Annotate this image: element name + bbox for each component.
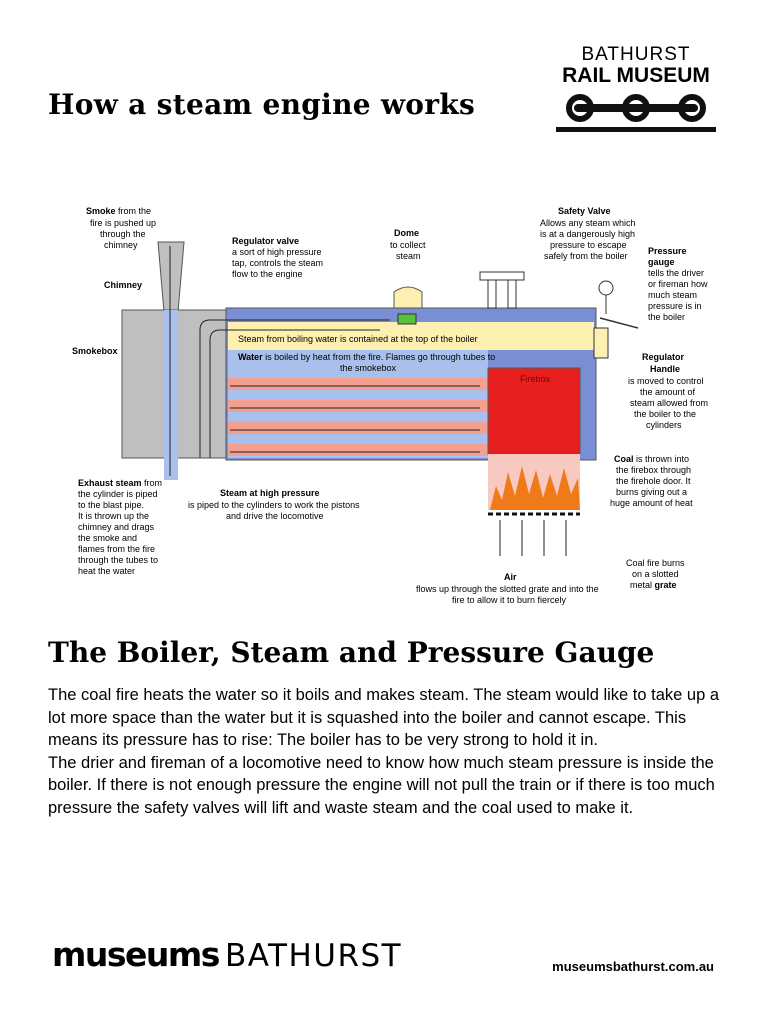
section-title: The Boiler, Steam and Pressure Gauge	[48, 636, 655, 669]
label-grate: metal grate	[630, 580, 677, 590]
label-exhaust: Exhaust steam from	[78, 478, 162, 488]
safety-valve-stem	[487, 279, 497, 309]
steam-engine-diagram: Smoke from the fire is pushed up through…	[72, 206, 708, 605]
logo-top-text: BATHURST	[581, 44, 691, 65]
pressure-gauge	[598, 280, 614, 296]
label-smoke-line: fire is pushed up	[90, 218, 156, 228]
label-line: chimney and drags	[78, 522, 155, 532]
label-line: safely from the boiler	[544, 251, 628, 261]
label-line: Allows any steam which	[540, 218, 636, 228]
footer-url: museumsbathurst.com.au	[552, 959, 714, 974]
fire-tube	[228, 378, 488, 390]
label-regulator-valve: Regulator valve	[232, 236, 299, 246]
paragraph: The drier and fireman of a locomotive ne…	[48, 753, 715, 817]
label-water-line: the smokebox	[340, 363, 397, 373]
safety-valve-cap	[479, 271, 525, 281]
label-line: tap, controls the steam	[232, 258, 323, 268]
label-line: the firebox through	[616, 465, 691, 475]
label-line: much steam	[648, 290, 697, 300]
label-line: steam allowed from	[630, 398, 708, 408]
label-line: burns giving out a	[616, 487, 687, 497]
label-line: the boiler	[648, 312, 685, 322]
steam-flow-lines	[169, 246, 480, 476]
regulator-valve	[397, 313, 417, 325]
label-grate: Coal fire burns	[626, 558, 685, 568]
blast-pipe	[164, 310, 178, 480]
label-line: the boiler to the	[634, 409, 696, 419]
label-smoke-line: through the	[100, 229, 146, 239]
label-line: fire to allow it to burn fiercely	[452, 595, 567, 605]
steam-space	[228, 322, 594, 350]
label-smoke: Smoke from the	[86, 206, 151, 216]
body-text: The coal fire heats the water so it boil…	[48, 684, 728, 820]
label-line: flows up through the slotted grate and i…	[416, 584, 599, 594]
footer-logo-bold: museums	[52, 935, 220, 974]
label-line: the smoke and	[78, 533, 137, 543]
label-smokebox: Smokebox	[72, 346, 118, 356]
fire-tube	[228, 400, 488, 412]
label-line: flames from the fire	[78, 544, 155, 554]
chimney	[157, 241, 185, 313]
page-title: How a steam engine works	[48, 88, 476, 121]
safety-valve-stem	[507, 279, 517, 309]
label-line: pressure to escape	[550, 240, 627, 250]
regulator-lever	[599, 317, 639, 329]
label-coal: Coal is thrown into	[614, 454, 689, 464]
label-line: and drive the locomotive	[226, 511, 324, 521]
logo-main-text: RAIL MUSEUM	[562, 64, 710, 87]
label-smoke-line: chimney	[104, 240, 138, 250]
label-line: steam	[396, 251, 421, 261]
label-line: the cylinder is piped	[78, 489, 158, 499]
label-line: the amount of	[640, 387, 696, 397]
label-line: is moved to control	[628, 376, 704, 386]
dome	[393, 286, 423, 309]
paragraph: The coal fire heats the water so it boil…	[48, 686, 720, 750]
label-line: to the blast pipe.	[78, 500, 144, 510]
label-pressure-gauge: Pressure	[648, 246, 687, 256]
label-regulator-handle: Handle	[650, 364, 680, 374]
label-line: huge amount of heat	[610, 498, 693, 508]
flames	[490, 466, 580, 510]
label-line: or fireman how	[648, 279, 708, 289]
label-line: It is thrown up the	[78, 511, 149, 521]
label-line: to collect	[390, 240, 426, 250]
label-air: Air	[504, 572, 517, 582]
air-arrows	[499, 520, 567, 556]
label-regulator-handle: Regulator	[642, 352, 685, 362]
label-line: heat the water	[78, 566, 135, 576]
label-steam-top: Steam from boiling water is contained at…	[238, 334, 478, 344]
rail-museum-logo: BATHURST RAIL MUSEUM	[552, 44, 720, 136]
label-pressure-gauge: gauge	[648, 257, 675, 267]
label-steam-high: Steam at high pressure	[220, 488, 320, 498]
footer-logo-light: BATHURST	[224, 938, 403, 974]
label-dome: Dome	[394, 228, 419, 238]
label-grate: on a slotted	[632, 569, 679, 579]
label-line: tells the driver	[648, 268, 704, 278]
label-line: a sort of high pressure	[232, 247, 322, 257]
fire-tube	[228, 444, 488, 456]
label-line: pressure is in	[648, 301, 702, 311]
label-line: the firehole door. It	[616, 476, 691, 486]
fire-tube	[228, 422, 488, 434]
label-line: cylinders	[646, 420, 682, 430]
label-line: flow to the engine	[232, 269, 303, 279]
label-line: through the tubes to	[78, 555, 158, 565]
label-line: is piped to the cylinders to work the pi…	[188, 500, 360, 510]
locomotive-wheels-icon	[556, 94, 716, 132]
label-water: Water is boiled by heat from the fire. F…	[238, 352, 495, 362]
label-safety-valve: Safety Valve	[558, 206, 611, 216]
label-chimney: Chimney	[104, 280, 142, 290]
regulator-handle	[593, 327, 609, 359]
label-firebox: Firebox	[520, 374, 551, 384]
label-line: is at a dangerously high	[540, 229, 635, 239]
